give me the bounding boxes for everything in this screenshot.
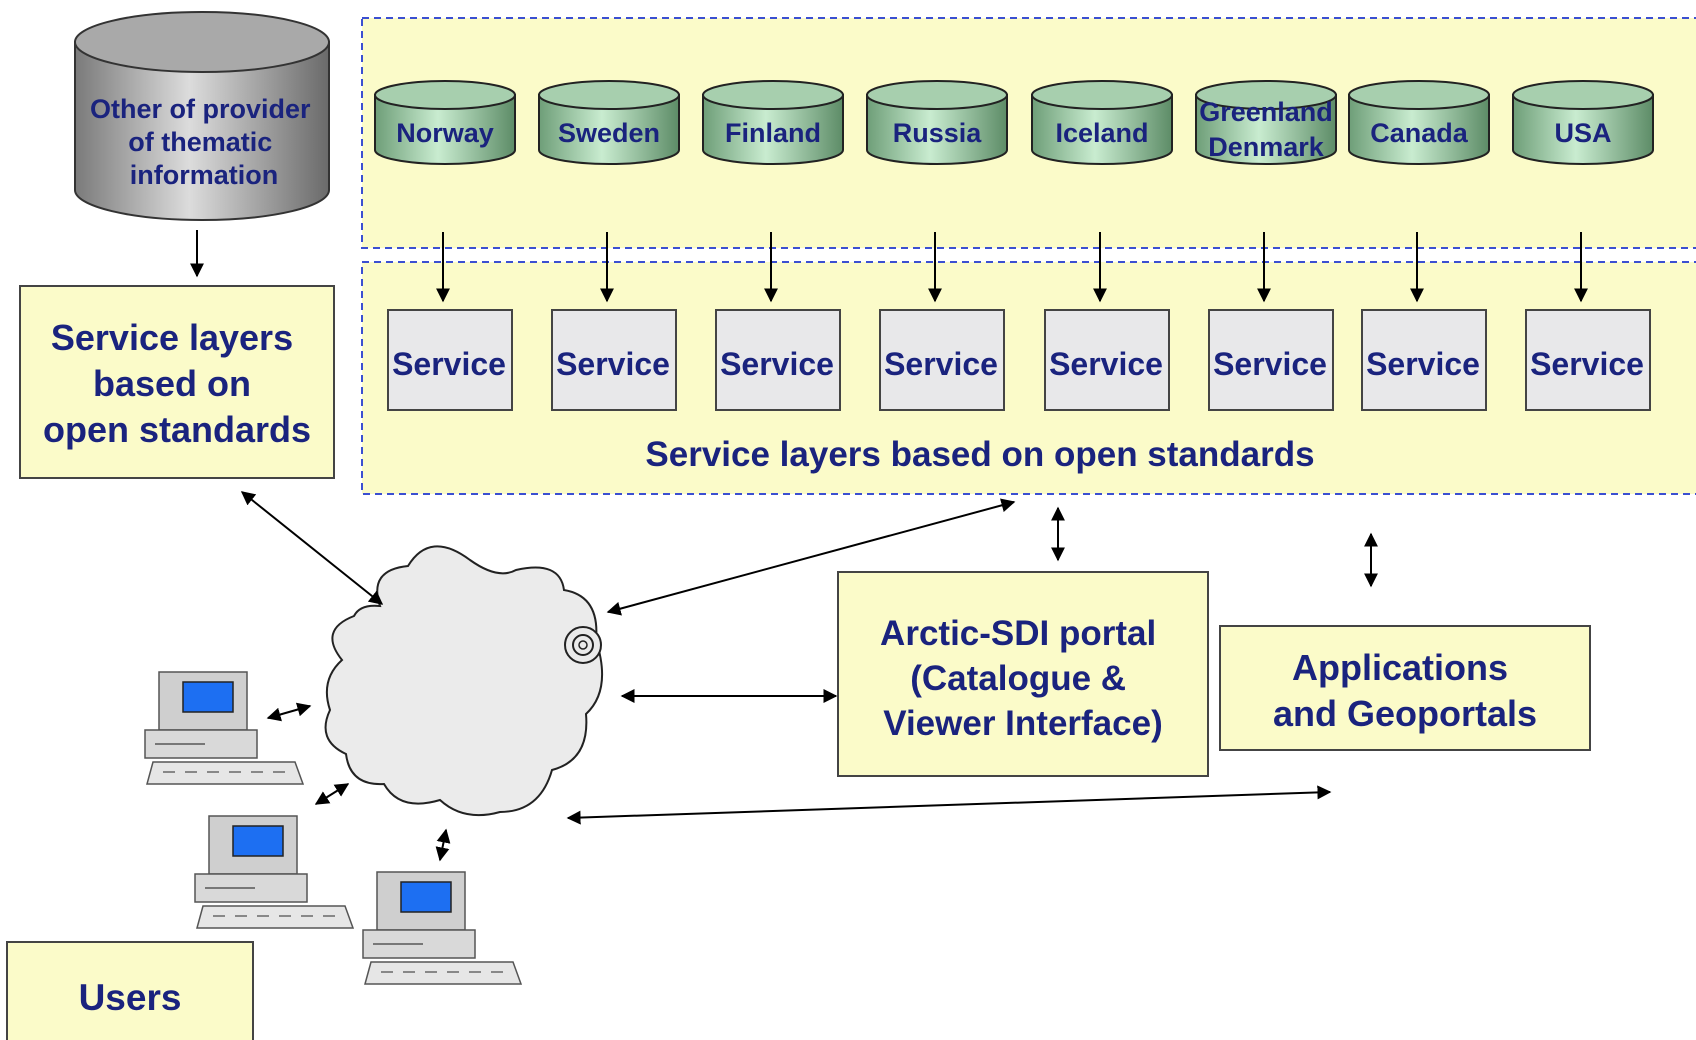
service-box — [879, 309, 1005, 411]
users-label: Users — [79, 977, 182, 1018]
arrow-cloud-services — [606, 498, 1016, 616]
country-column-8: USA Service — [1512, 80, 1654, 411]
country-label: Norway — [396, 118, 494, 148]
service-box — [1361, 309, 1487, 411]
user-computers — [144, 671, 523, 985]
arrow-cloud-applications — [566, 785, 1332, 825]
service-label: Service — [1213, 346, 1327, 382]
country-label: Iceland — [1055, 118, 1148, 148]
computer-icon — [144, 671, 305, 785]
country-database-icon — [1348, 80, 1490, 165]
computer-icon — [194, 815, 355, 929]
arrow-computer3-cloud — [435, 828, 451, 862]
country-label: Russia — [893, 118, 983, 148]
service-label: Service — [720, 346, 834, 382]
service-label: Service — [556, 346, 670, 382]
country-label: Sweden — [558, 118, 660, 148]
provider-db-label: Other of provider of thematic informatio… — [90, 94, 318, 190]
service-box — [1208, 309, 1334, 411]
service-label: Service — [1530, 346, 1644, 382]
country-database-icon — [1195, 80, 1337, 165]
provider-database-icon — [74, 11, 330, 221]
country-label: Canada — [1370, 118, 1469, 148]
portal-label: Arctic-SDI portal (Catalogue & Viewer In… — [880, 614, 1166, 743]
country-database-icon — [1512, 80, 1654, 165]
left-service-layers-label: Service layers based on open standards — [43, 317, 311, 450]
applications-label: Applications and Geoportals — [1273, 647, 1537, 734]
network-cloud-icon — [324, 545, 604, 817]
service-label: Service — [1049, 346, 1163, 382]
arrow-left-box-cloud — [240, 491, 384, 605]
arctic-sdi-portal-box — [837, 571, 1209, 777]
service-label: Service — [884, 346, 998, 382]
computer-icon — [362, 871, 523, 985]
applications-geoportals-box — [1219, 625, 1591, 751]
country-label: Finland — [725, 118, 821, 148]
connection-arrows — [240, 491, 1378, 862]
service-box — [387, 309, 513, 411]
service-box — [715, 309, 841, 411]
users-box — [6, 941, 254, 1040]
services-caption: Service layers based on open standards — [645, 435, 1314, 474]
left-service-layers-box — [19, 285, 335, 479]
country-database-icon — [538, 80, 680, 165]
country-columns: NorwayServiceSwedenServiceFinlandService… — [374, 80, 1654, 411]
country-label: USA — [1554, 118, 1611, 148]
service-label: Service — [392, 346, 506, 382]
country-database-icon — [702, 80, 844, 165]
service-box — [551, 309, 677, 411]
service-box — [1044, 309, 1170, 411]
arrow-computer2-cloud — [314, 783, 350, 805]
service-box — [1525, 309, 1651, 411]
country-database-icon — [866, 80, 1008, 165]
country-database-icon — [1031, 80, 1173, 165]
service-label: Service — [1366, 346, 1480, 382]
country-database-icon — [374, 80, 516, 165]
arrow-computer1-cloud — [266, 702, 312, 722]
